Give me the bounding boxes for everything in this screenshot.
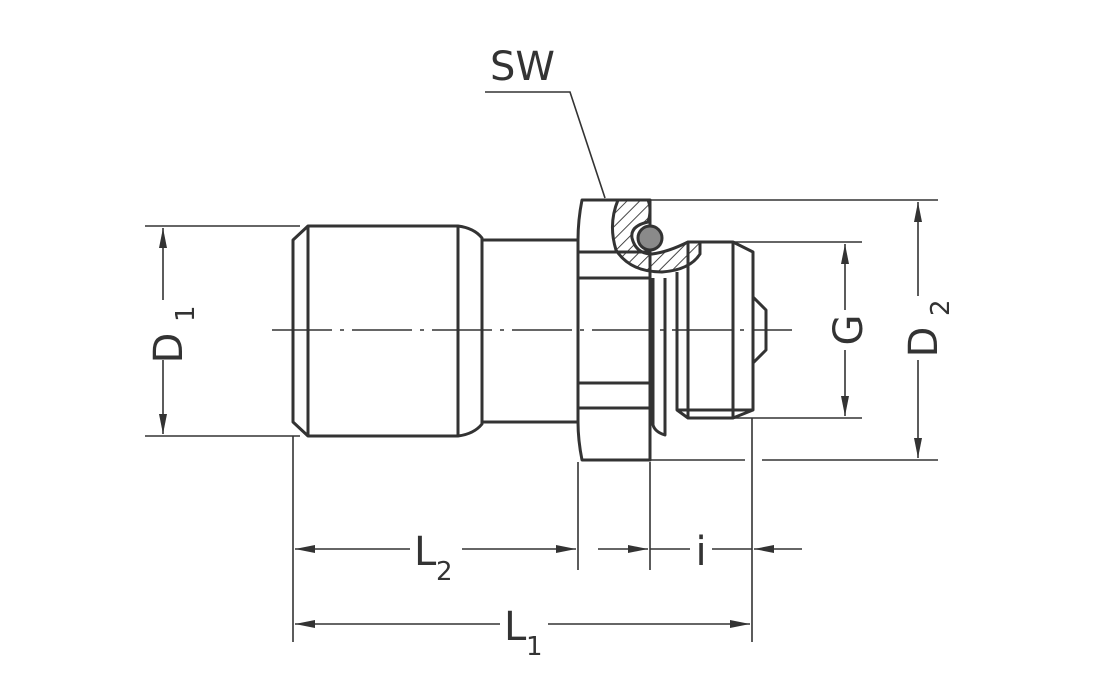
label-d1-sub: 1 <box>171 305 201 322</box>
label-d2-sub: 2 <box>926 299 956 316</box>
label-sw: SW <box>490 44 555 90</box>
o-ring <box>636 224 664 252</box>
extension-lines <box>145 199 938 642</box>
label-d2: D 2 <box>901 299 956 357</box>
label-g-text: G <box>826 315 872 346</box>
label-l2: L 2 <box>414 529 453 587</box>
neck <box>482 238 578 424</box>
label-l1-main: L <box>504 604 527 650</box>
sw-leader-line <box>485 91 606 199</box>
threaded-end <box>675 240 768 420</box>
socket-body <box>291 224 484 438</box>
label-l1-sub: 1 <box>526 632 543 662</box>
label-l1: L 1 <box>504 604 543 662</box>
label-l2-sub: 2 <box>436 557 453 587</box>
label-d1: D 1 <box>146 305 201 363</box>
label-i: i <box>695 529 706 575</box>
label-d1-main: D <box>146 333 192 364</box>
hex-nut <box>576 198 667 462</box>
label-l2-main: L <box>414 529 437 575</box>
label-d2-main: D <box>901 327 947 358</box>
label-g: G <box>826 315 872 346</box>
section-hatch <box>611 198 702 274</box>
